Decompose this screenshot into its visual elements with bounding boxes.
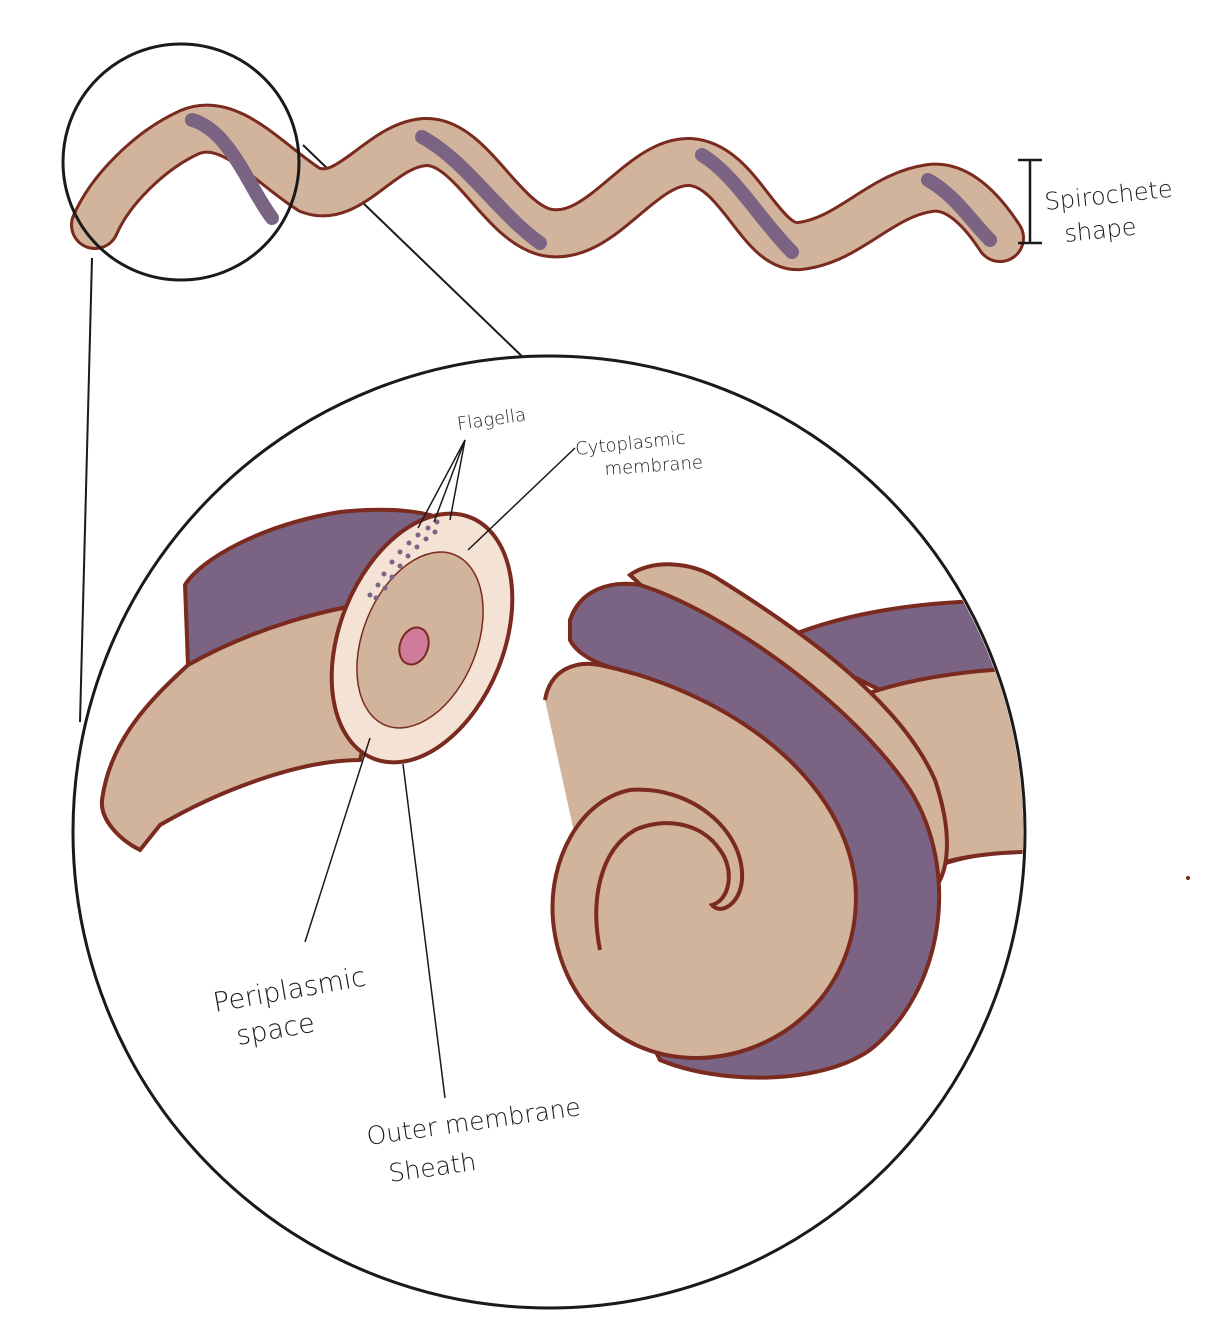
scale-bar — [1018, 158, 1042, 245]
flagella-dots — [367, 519, 440, 601]
spirochete-whole — [70, 103, 1025, 271]
zoom-circle-small — [61, 42, 301, 282]
stray-dot — [1186, 876, 1190, 880]
zoom-connector-left — [79, 257, 93, 723]
label-spirochete-shape-1: Spirochete — [1043, 175, 1174, 216]
cell-segment-left — [99, 507, 433, 853]
label-spirochete-shape-2: shape — [1063, 213, 1138, 248]
nucleoid — [398, 626, 430, 666]
cross-section — [329, 511, 515, 765]
leader-lines — [304, 439, 576, 1099]
cell-segment-right-coil — [543, 562, 1023, 1080]
flagellum-stripes — [185, 113, 997, 259]
